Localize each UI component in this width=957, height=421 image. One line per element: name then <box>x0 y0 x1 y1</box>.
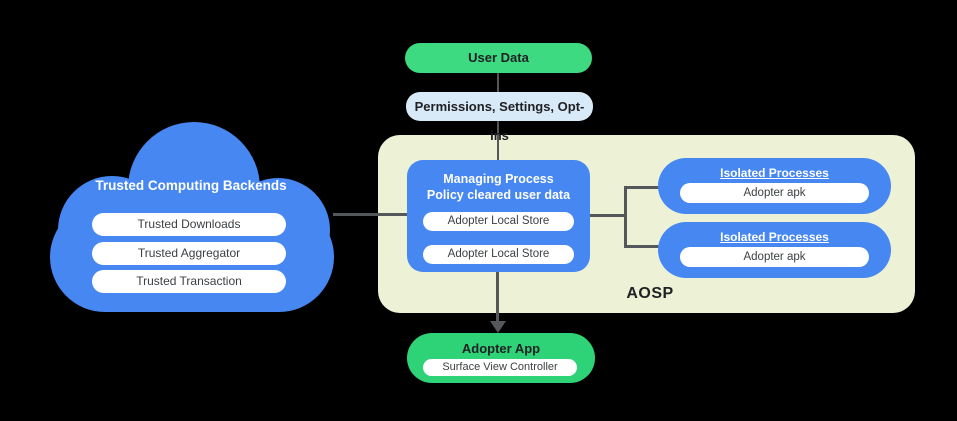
connector-branch-vertical <box>624 186 627 248</box>
isolated-process-2: Isolated Processes Adopter apk <box>658 222 891 278</box>
connector-cloud-to-managing <box>333 213 408 216</box>
surface-view-controller: Surface View Controller <box>423 359 577 376</box>
isolated-process-2-title: Isolated Processes <box>720 230 829 244</box>
cloud-item-trusted-transaction: Trusted Transaction <box>92 270 286 293</box>
permissions-node: Permissions, Settings, Opt-ins <box>406 92 593 143</box>
cloud-item-trusted-aggregator: Trusted Aggregator <box>92 242 286 265</box>
adopter-apk-2: Adopter apk <box>680 247 869 267</box>
isolated-process-1: Isolated Processes Adopter apk <box>658 158 891 214</box>
managing-title-line2: Policy cleared user data <box>426 188 571 203</box>
connector-branch-to-isolated-2 <box>624 245 660 248</box>
adopter-local-store-2: Adopter Local Store <box>423 245 574 264</box>
connector-managing-to-branch <box>589 214 627 217</box>
cloud-item-trusted-downloads: Trusted Downloads <box>92 213 286 236</box>
managing-process-box: Managing Process Policy cleared user dat… <box>407 160 590 272</box>
connector-userdata-to-permissions <box>497 72 499 93</box>
adopter-local-store-1: Adopter Local Store <box>423 212 574 231</box>
connector-managing-to-adopter <box>496 272 499 322</box>
connector-permissions-to-managing <box>497 120 499 161</box>
managing-title-line1: Managing Process <box>443 172 554 186</box>
adopter-apk-1: Adopter apk <box>680 183 869 203</box>
aosp-label: AOSP <box>626 285 674 302</box>
isolated-process-1-title: Isolated Processes <box>720 166 829 180</box>
managing-process-title: Managing Process Policy cleared user dat… <box>407 171 590 204</box>
connector-branch-to-isolated-1 <box>624 186 660 189</box>
trusted-computing-cloud: Trusted Computing Backends Trusted Downl… <box>42 116 340 314</box>
arrow-down-icon <box>490 321 506 333</box>
user-data-node: User Data <box>405 43 592 73</box>
adopter-app-title: Adopter App <box>461 341 541 356</box>
cloud-title: Trusted Computing Backends <box>95 178 287 193</box>
adopter-app-node: Adopter App Surface View Controller <box>407 333 595 383</box>
